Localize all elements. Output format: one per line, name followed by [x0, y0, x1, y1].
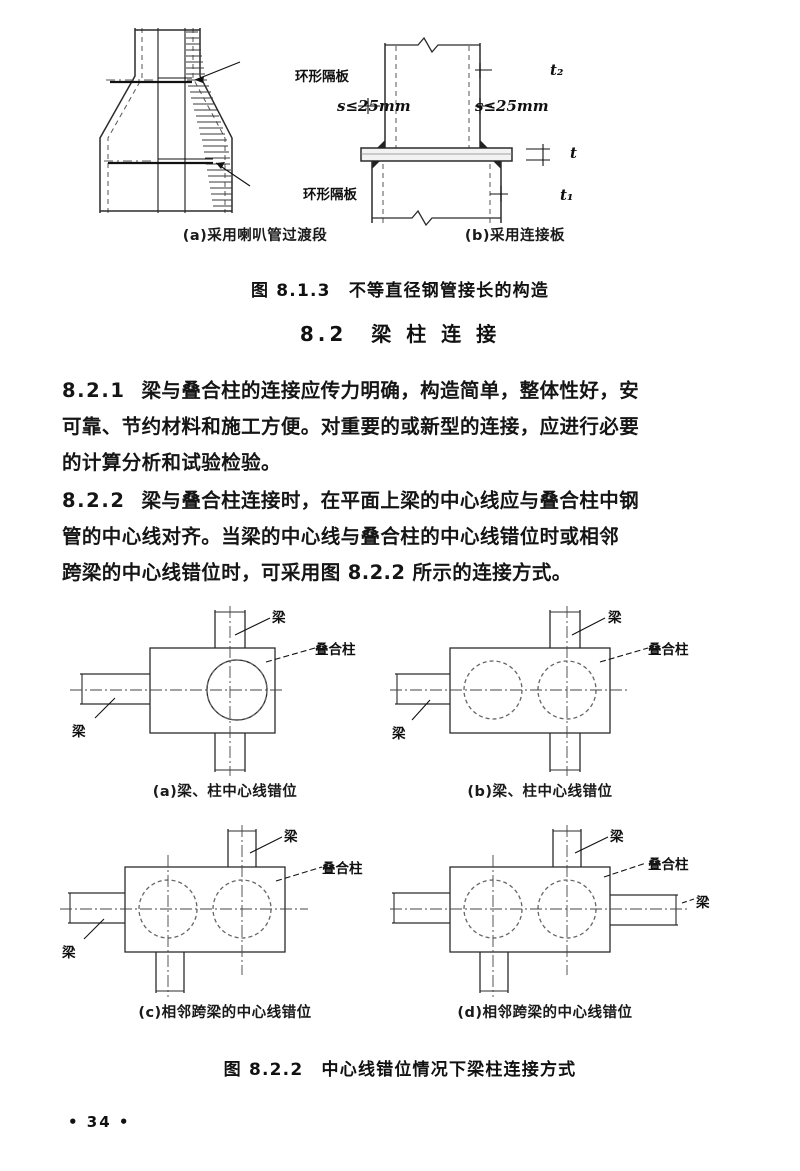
- figure-8-1-3-title: 图 8.1.3 不等直径钢管接长的构造: [250, 281, 550, 301]
- panel-d-label-beam-right: 梁: [696, 895, 710, 911]
- figure-8-1-3-sub-b-caption: (b)采用连接板: [464, 228, 566, 244]
- section-heading: 8.2 梁 柱 连 接: [299, 322, 501, 346]
- panel-a-caption: (a)梁、柱中心线错位: [152, 784, 298, 800]
- annotation-t: t: [570, 144, 577, 162]
- clause-8-2-2-line-1: 8.2.2 梁与叠合柱连接时，在平面上梁的中心线应与叠合柱中钢: [62, 483, 740, 519]
- panel-b-label-beam-top: 梁: [608, 610, 622, 626]
- clause-8-2-1-number: 8.2.1: [62, 379, 126, 402]
- annotation-s-limit-left: s≤25mm: [337, 97, 411, 115]
- figure-8-2-2: 梁 梁 叠合柱 (a)梁、柱中心线错位: [0, 600, 800, 1040]
- panel-d-label-column: 叠合柱: [648, 857, 689, 873]
- figure-8-1-3: 环形隔板 环形隔板 s≤25mm t₂ s≤25mm t t₁: [0, 18, 800, 233]
- panel-c-drawing: [60, 825, 323, 997]
- panel-a-label-column: 叠合柱: [315, 642, 356, 658]
- annotation-s-limit-right: s≤25mm: [475, 97, 549, 115]
- panel-d-drawing: [390, 825, 695, 997]
- clause-8-2-1-text-line-1: 梁与叠合柱的连接应传力明确，构造简单，整体性好，安: [141, 379, 640, 402]
- panel-b-caption: (b)梁、柱中心线错位: [467, 784, 613, 800]
- panel-d-caption: (d)相邻跨梁的中心线错位: [457, 1005, 633, 1021]
- annotation-ring-diaphragm-lower: 环形隔板: [303, 187, 357, 203]
- clause-8-2-2-line-3: 跨梁的中心线错位时，可采用图 8.2.2 所示的连接方式。: [62, 561, 572, 584]
- annotation-t1: t₁: [560, 186, 574, 204]
- figure-8-1-3-drawing: [99, 28, 550, 227]
- annotation-ring-diaphragm-upper: 环形隔板: [295, 69, 349, 85]
- panel-c-caption: (c)相邻跨梁的中心线错位: [138, 1005, 312, 1021]
- clause-8-2-1-line-1: 8.2.1 梁与叠合柱的连接应传力明确，构造简单，整体性好，安: [62, 373, 740, 409]
- figure-8-2-2-panel-d: 梁 叠合柱 梁 (d)相邻跨梁的中心线错位: [390, 815, 730, 1030]
- panel-c-label-beam-top: 梁: [284, 829, 298, 845]
- clause-8-2-1-line-2: 可靠、节约材料和施工方便。对重要的或新型的连接，应进行必要: [62, 415, 640, 438]
- panel-a-drawing: [70, 606, 316, 776]
- figure-8-2-2-title: 图 8.2.2 中心线错位情况下梁柱连接方式: [223, 1060, 577, 1080]
- figure-8-2-2-panel-b: 梁 梁 叠合柱 (b)梁、柱中心线错位: [390, 600, 730, 810]
- page-number: • 34 •: [68, 1113, 131, 1131]
- panel-a-label-beam-left: 梁: [72, 724, 86, 740]
- clause-8-2-2: 8.2.2 梁与叠合柱连接时，在平面上梁的中心线应与叠合柱中钢 管的中心线对齐。当…: [62, 483, 740, 591]
- clause-8-2-1-line-3: 的计算分析和试验检验。: [62, 451, 281, 474]
- panel-d-label-beam-top: 梁: [610, 829, 624, 845]
- panel-a-label-beam-top: 梁: [272, 610, 286, 626]
- clause-8-2-2-line-2: 管的中心线对齐。当梁的中心线与叠合柱的中心线错位时或相邻: [62, 525, 620, 548]
- clause-8-2-2-number: 8.2.2: [62, 489, 126, 512]
- panel-b-drawing: [390, 606, 649, 776]
- panel-b-label-column: 叠合柱: [648, 642, 689, 658]
- figure-8-1-3-sub-a-caption: (a)采用喇叭管过渡段: [182, 228, 328, 244]
- panel-c-label-beam-left: 梁: [62, 945, 76, 961]
- figure-8-2-2-panel-c: 梁 梁 叠合柱 (c)相邻跨梁的中心线错位: [60, 815, 390, 1030]
- panel-b-label-beam-left: 梁: [392, 726, 406, 742]
- annotation-t2: t₂: [550, 61, 564, 79]
- clause-8-2-2-text-line-1: 梁与叠合柱连接时，在平面上梁的中心线应与叠合柱中钢: [141, 489, 640, 512]
- figure-8-2-2-panel-a: 梁 梁 叠合柱 (a)梁、柱中心线错位: [60, 600, 390, 810]
- clause-8-2-1: 8.2.1 梁与叠合柱的连接应传力明确，构造简单，整体性好，安 可靠、节约材料和施…: [62, 373, 740, 481]
- panel-c-label-column: 叠合柱: [322, 861, 363, 877]
